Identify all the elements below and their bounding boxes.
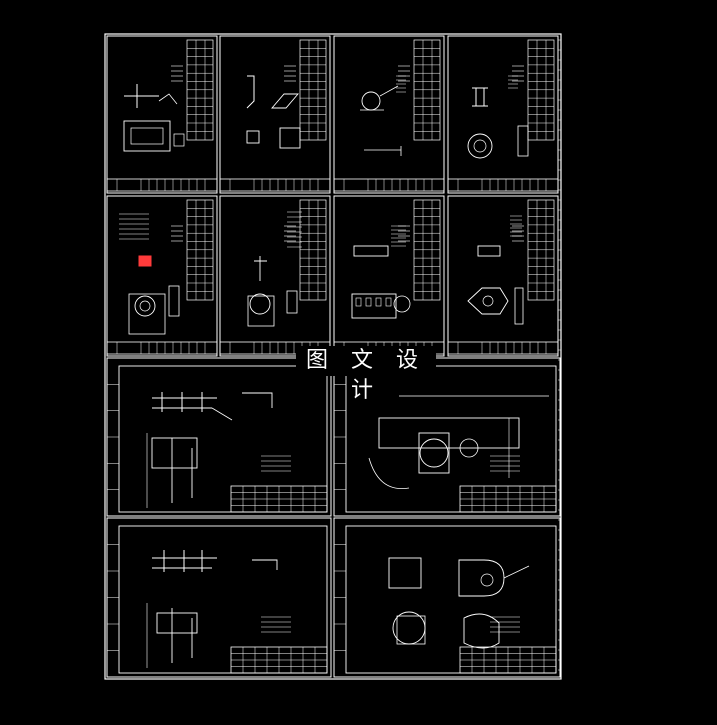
small-sheet-2 [219,35,331,194]
drawing-border [104,33,562,680]
large-sheet-4 [333,517,561,678]
small-sheet-8 [447,195,559,357]
small-sheet-4 [447,35,559,194]
small-sheet-3 [333,35,445,194]
highlighted-part [138,255,152,267]
small-sheet-6 [219,195,331,357]
small-sheet-5 [106,195,218,357]
large-sheet-3 [106,517,332,678]
border-ticks [558,39,561,671]
watermark-text: 图 文 设 计 [296,346,436,403]
large-sheet-1 [106,357,332,517]
small-sheet-1 [106,35,218,194]
sheet-layer [104,33,562,680]
large-sheet-2 [333,357,561,517]
